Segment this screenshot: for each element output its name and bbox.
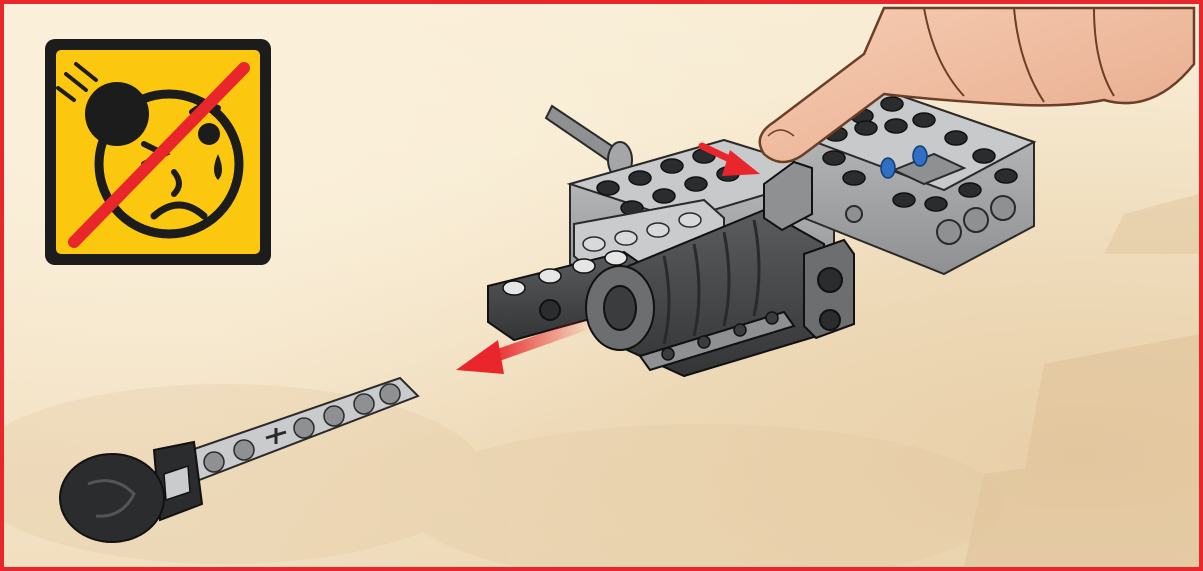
axle (546, 106, 632, 178)
lego-assembly (4, 4, 1199, 567)
projectile (60, 378, 418, 542)
